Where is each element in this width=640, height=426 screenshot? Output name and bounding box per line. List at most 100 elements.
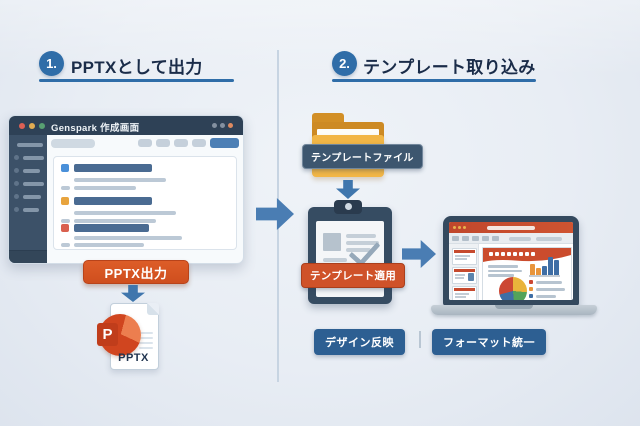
title-dash [489, 252, 493, 256]
bar-chart-bar [536, 268, 541, 275]
window-zoom-icon[interactable] [39, 123, 45, 129]
skeleton-title-bar [74, 164, 152, 172]
pptx-file-label: PPTX [118, 352, 149, 364]
app-search-pill [487, 225, 535, 230]
step-2-number-badge: 2. [332, 51, 357, 76]
bar-chart-bar [548, 257, 553, 275]
toolbar-button[interactable] [156, 139, 170, 147]
toolbar-dash [509, 236, 531, 241]
laptop-screen [449, 222, 573, 300]
skeleton-line [346, 248, 371, 252]
search-input[interactable] [51, 139, 95, 148]
window-minimize-icon[interactable] [29, 123, 35, 129]
doc-line [139, 337, 153, 339]
sidebar-skeleton-bar [23, 168, 40, 173]
pptx-export-button[interactable]: PPTX出力 [83, 260, 189, 284]
skeleton-line [61, 243, 70, 247]
browser-window-title: Genspark 作成画面 [51, 123, 140, 134]
thumb-doc-icon [468, 273, 474, 281]
window-close-icon[interactable] [19, 123, 25, 129]
format-unify-badge: フォーマット統一 [432, 329, 546, 355]
template-apply-tag: テンプレート適用 [301, 263, 406, 288]
arrow-down-icon [336, 180, 360, 199]
sidebar-item-icon [14, 181, 19, 186]
legend-swatch [529, 280, 533, 284]
title-dash [531, 252, 535, 256]
sidebar-skeleton-bar [23, 155, 44, 160]
thumb-title-bar [454, 288, 475, 291]
skeleton-line [346, 241, 379, 245]
bar-chart-bar [554, 260, 559, 275]
bar-chart-bar [542, 266, 547, 275]
toolbar-button[interactable] [174, 139, 188, 147]
flow-arrow-right-icon [402, 240, 436, 268]
toolbar-button [492, 236, 499, 241]
title-dash [519, 252, 523, 256]
skeleton-line [61, 186, 70, 190]
sidebar-skeleton-bar [23, 181, 44, 186]
title-dash [525, 252, 529, 256]
toolbar-button [482, 236, 489, 241]
list-item-orange-icon [61, 197, 69, 205]
doc-line [139, 347, 153, 349]
legend-line [536, 280, 562, 284]
sidebar-skeleton-bar [17, 142, 43, 147]
folded-corner-icon [147, 303, 159, 315]
toolbar-button [452, 236, 459, 241]
skeleton-line [323, 258, 347, 262]
powerpoint-p-badge: P [97, 323, 118, 346]
arrow-down-icon [121, 285, 145, 302]
skeleton-line [455, 255, 470, 257]
toolbar-button[interactable] [138, 139, 152, 147]
legend-swatch [529, 287, 533, 291]
laptop-notch [495, 305, 533, 309]
pie-chart-icon [499, 277, 527, 300]
toolbar-primary-button[interactable] [210, 138, 239, 148]
skeleton-line [488, 269, 522, 272]
bar-chart-bar [530, 264, 535, 275]
skeleton-line [74, 243, 144, 247]
presentation-app-titlebar [449, 222, 573, 233]
skeleton-line [455, 296, 466, 298]
legend-line [536, 287, 565, 291]
skeleton-line [455, 258, 467, 260]
titlebar-dot-icon [228, 123, 233, 128]
sidebar-footer [9, 250, 47, 263]
toolbar-button [462, 236, 469, 241]
flow-arrow-right-icon [256, 198, 294, 230]
browser-window: Genspark 作成画面 [8, 115, 244, 264]
skeleton-line [455, 293, 469, 295]
slide-thumbnail[interactable] [452, 267, 477, 284]
thumb-title-bar [454, 269, 475, 272]
skeleton-line [346, 234, 376, 238]
step-2-underline [332, 79, 536, 82]
step-1-underline [39, 79, 234, 82]
badge-divider [419, 331, 421, 348]
skeleton-line [74, 219, 156, 223]
powerpoint-letter: P [102, 326, 113, 343]
skeleton-line [455, 277, 464, 279]
skeleton-line [74, 236, 182, 240]
clipboard-clip-hole [345, 203, 352, 210]
slide-thumbnail[interactable] [452, 286, 477, 300]
list-item-blue-icon [61, 164, 69, 172]
presentation-app-toolbar [449, 233, 573, 244]
toolbar-button [472, 236, 479, 241]
slide-thumbnail[interactable] [452, 248, 477, 265]
step-1-number-badge: 1. [39, 51, 64, 76]
thumb-title-bar [454, 250, 475, 253]
skeleton-line [74, 178, 166, 182]
browser-sidebar [9, 135, 47, 263]
app-dot-icon [458, 226, 461, 229]
skeleton-title-bar [74, 197, 152, 205]
title-dash [501, 252, 505, 256]
title-dash [495, 252, 499, 256]
clipboard-thumbnail [323, 233, 341, 251]
sidebar-item-icon [14, 194, 19, 199]
folder-paper [317, 129, 379, 137]
app-dot-icon [463, 226, 466, 229]
sidebar-item-icon [14, 155, 19, 160]
toolbar-button[interactable] [192, 139, 206, 147]
design-reflect-badge: デザイン反映 [314, 329, 405, 355]
